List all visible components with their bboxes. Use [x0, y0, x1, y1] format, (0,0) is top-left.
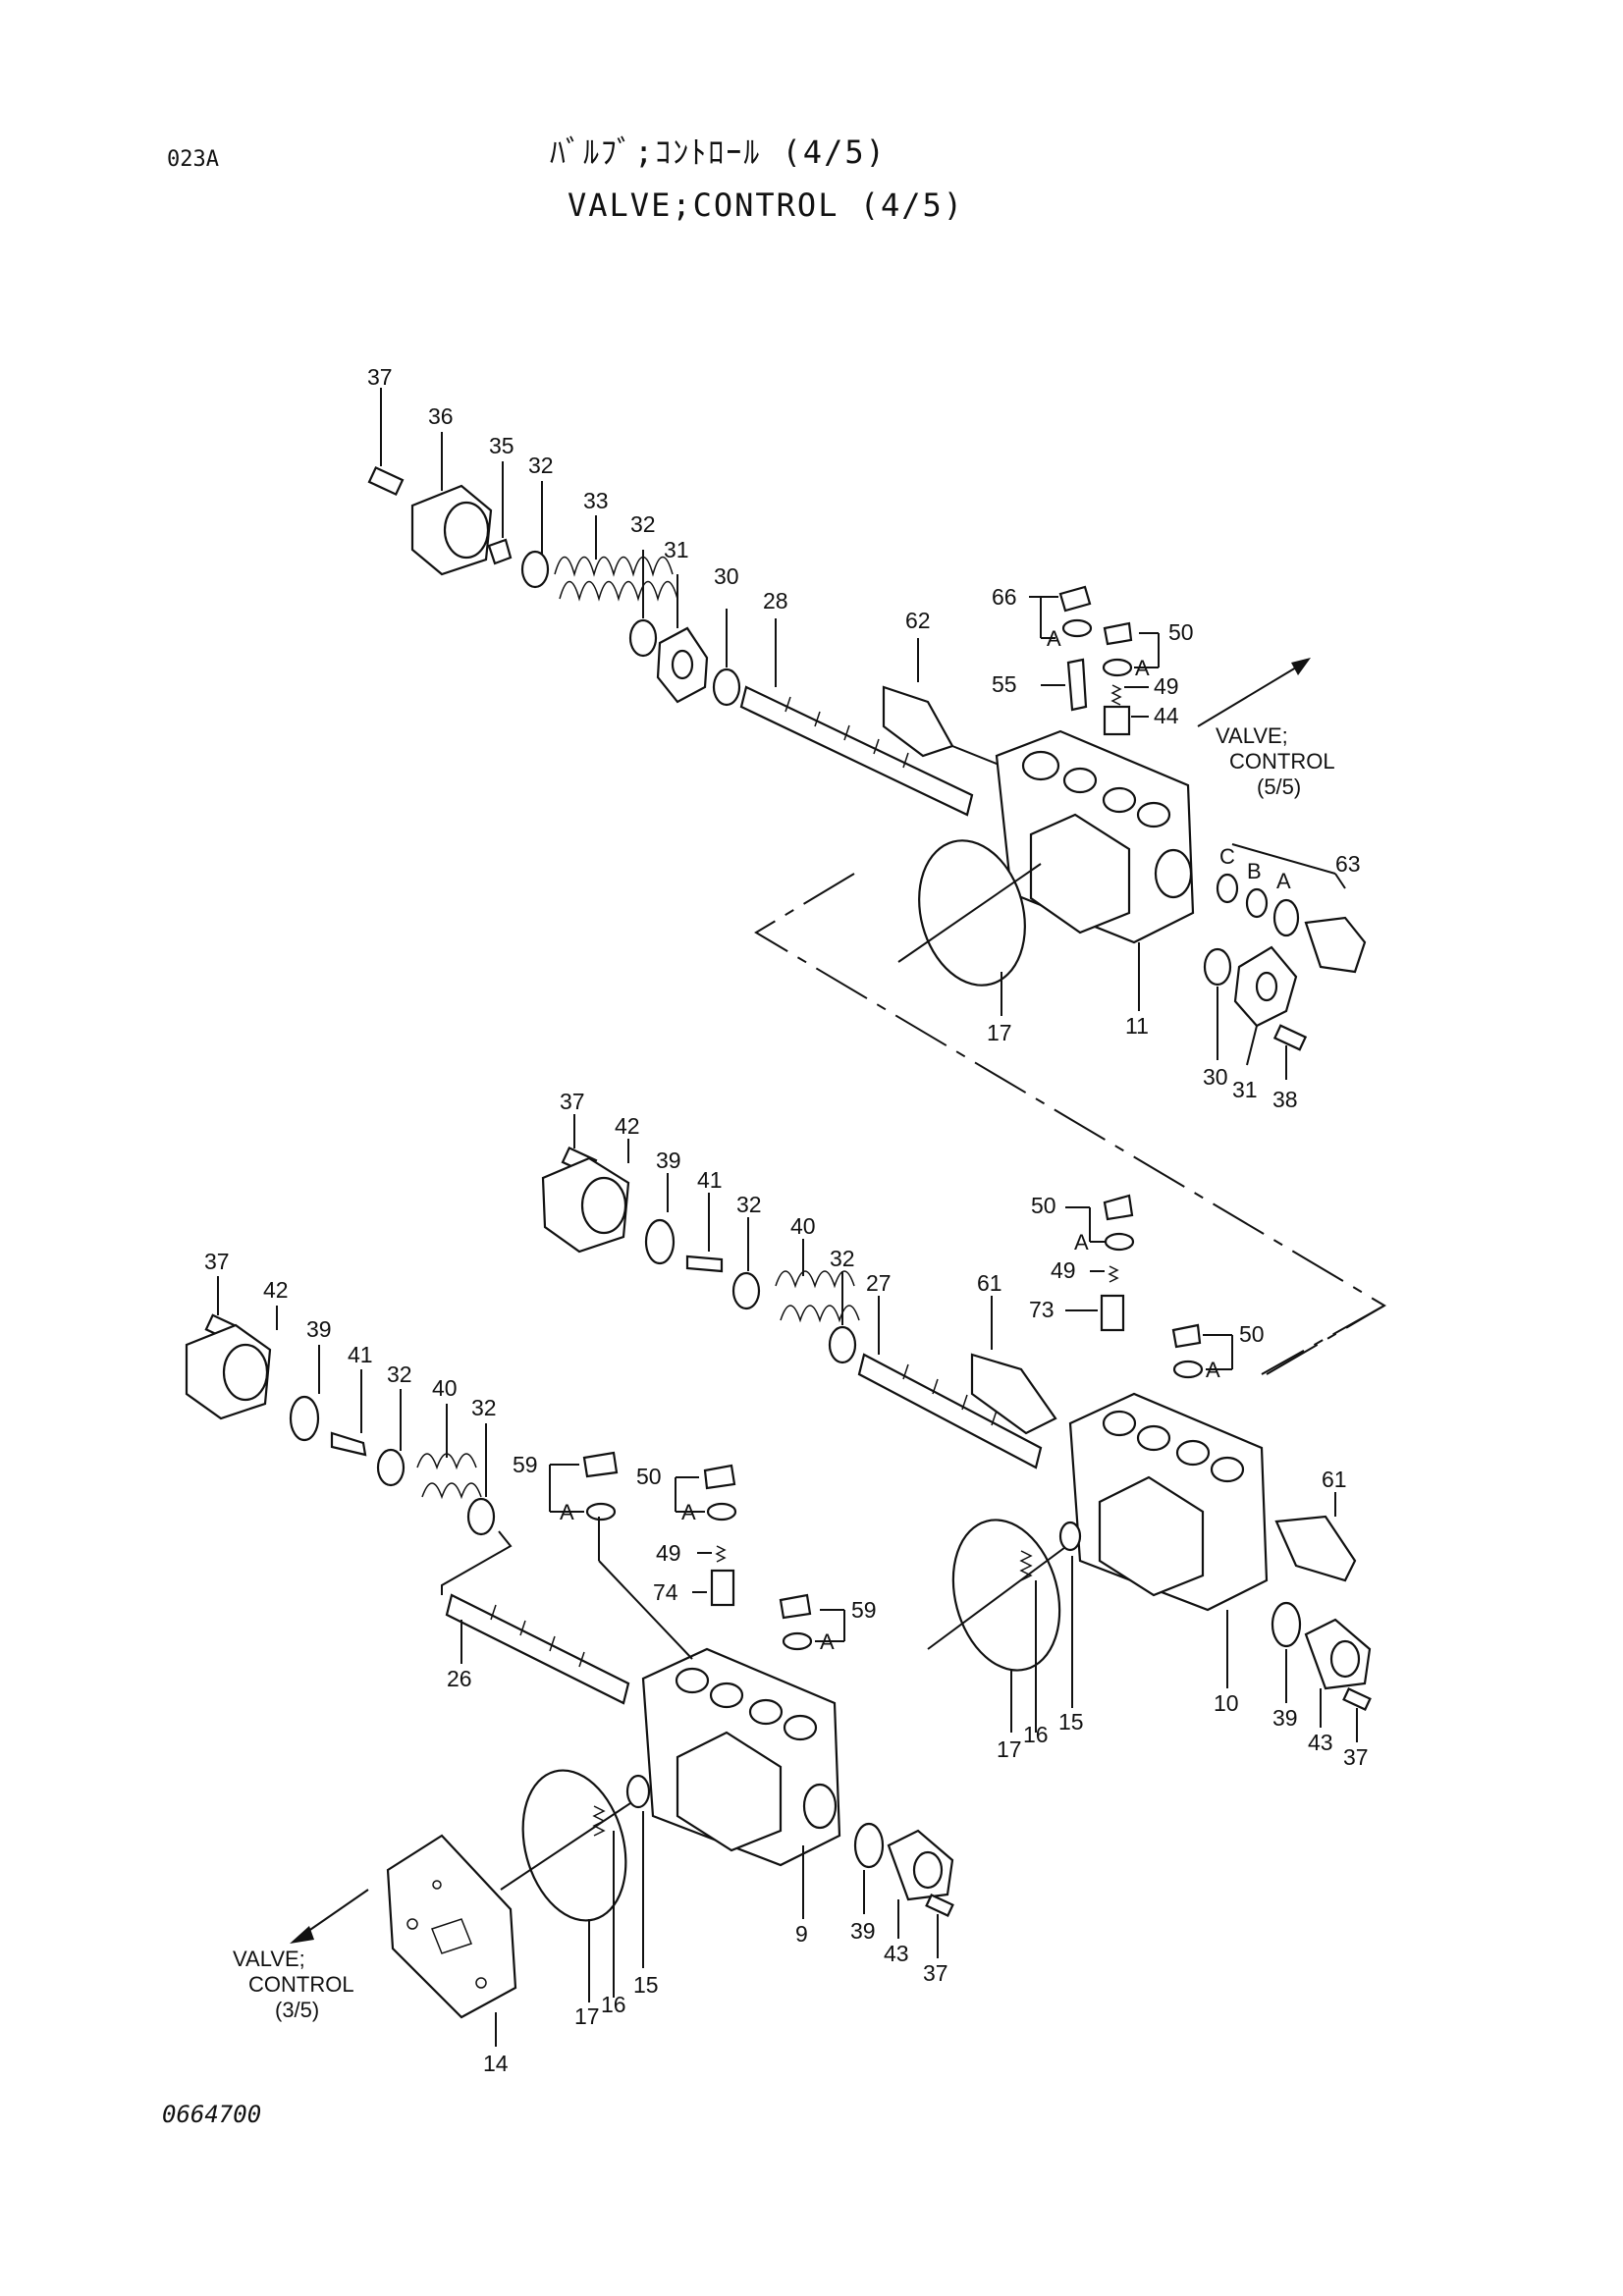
callout-17: 17	[987, 1020, 1012, 1045]
callout-41: 41	[348, 1342, 373, 1367]
callout-32: 32	[528, 453, 554, 478]
callout-63: 63	[1335, 851, 1361, 877]
drawing-number: 0664700	[162, 2101, 262, 2128]
callout-30: 30	[1203, 1064, 1228, 1090]
callout-32: 32	[471, 1395, 497, 1420]
callout-59: 59	[513, 1452, 538, 1477]
callout-32: 32	[830, 1246, 855, 1271]
callout-62: 62	[905, 608, 931, 633]
bottom-assembly	[185, 1276, 954, 2047]
callout-42: 42	[615, 1113, 640, 1139]
callout-15: 15	[633, 1972, 659, 1998]
seal-code-c: C	[1219, 844, 1235, 869]
callout-66: 66	[992, 584, 1017, 610]
callout-27: 27	[866, 1270, 892, 1296]
callout-40: 40	[432, 1375, 458, 1401]
callout-38: 38	[1272, 1087, 1298, 1112]
page-title-japanese: ﾊﾞﾙﾌﾞ;ｺﾝﾄﾛｰﾙ (4/5)	[550, 133, 887, 171]
callout-16: 16	[601, 1992, 626, 2017]
callout-37: 37	[923, 1960, 948, 1986]
callout-36: 36	[428, 403, 454, 429]
callout-26: 26	[447, 1666, 472, 1691]
callout-44: 44	[1154, 703, 1179, 728]
seal-codes: A A C B A A A A A A	[560, 626, 1291, 1654]
callout-43: 43	[1308, 1730, 1333, 1755]
callout-50: 50	[1168, 619, 1194, 645]
callout-39: 39	[656, 1148, 681, 1173]
callout-61: 61	[1322, 1467, 1347, 1492]
callout-28: 28	[763, 588, 788, 614]
callout-31: 31	[664, 537, 689, 562]
callout-32: 32	[387, 1362, 412, 1387]
bolt-part	[367, 388, 405, 497]
callout-50: 50	[636, 1464, 662, 1489]
callout-17: 17	[574, 2003, 600, 2029]
reference-top: VALVE; CONTROL (5/5)	[1216, 723, 1335, 799]
reference-line: (3/5)	[275, 1998, 319, 2022]
cap-part	[410, 432, 493, 576]
seal-code-a: A	[681, 1500, 696, 1524]
valve-body-part	[995, 729, 1195, 1011]
callout-32: 32	[630, 511, 656, 537]
callout-39: 39	[1272, 1705, 1298, 1731]
callout-49: 49	[656, 1540, 681, 1566]
callout-73: 73	[1029, 1297, 1055, 1322]
callout-37: 37	[367, 364, 393, 390]
part-callouts: 37 36 35 32 33 32 31 30 28 62 66 50 55 4…	[204, 364, 1369, 2076]
reference-bottom: VALVE; CONTROL (3/5)	[233, 1947, 354, 2022]
callout-37: 37	[204, 1249, 230, 1274]
plug-part	[1029, 585, 1093, 639]
callout-42: 42	[263, 1277, 289, 1303]
reference-line: (5/5)	[1257, 774, 1301, 799]
seal-code-a: A	[1135, 656, 1150, 680]
callout-10: 10	[1214, 1690, 1239, 1716]
callout-11: 11	[1125, 1013, 1149, 1039]
seal-code-a: A	[560, 1500, 574, 1524]
reference-line: VALVE;	[233, 1947, 305, 1971]
page-title: VALVE;CONTROL (4/5)	[568, 187, 965, 224]
callout-61: 61	[977, 1270, 1002, 1296]
spool-part	[739, 618, 974, 817]
callout-37: 37	[1343, 1744, 1369, 1770]
callout-39: 39	[306, 1316, 332, 1342]
callout-16: 16	[1023, 1722, 1049, 1747]
page-code: 023A	[167, 147, 219, 172]
seal-code-a: A	[1047, 626, 1061, 651]
callout-49: 49	[1051, 1257, 1076, 1283]
callout-55: 55	[992, 671, 1017, 697]
callout-49: 49	[1154, 673, 1179, 699]
seal-code-a: A	[1074, 1230, 1089, 1255]
reference-line: CONTROL	[248, 1972, 354, 1997]
callout-50: 50	[1031, 1193, 1056, 1218]
top-assembly	[367, 388, 1386, 1375]
callout-17: 17	[997, 1736, 1022, 1762]
callout-31: 31	[1232, 1077, 1258, 1102]
callout-37: 37	[560, 1089, 585, 1114]
seal-code-a: A	[820, 1629, 835, 1654]
seal-code-a: A	[1276, 869, 1291, 893]
reference-line: CONTROL	[1229, 749, 1335, 774]
callout-14: 14	[483, 2051, 509, 2076]
callout-15: 15	[1058, 1709, 1084, 1735]
callout-40: 40	[790, 1213, 816, 1239]
seal-code-b: B	[1247, 859, 1262, 883]
callout-59: 59	[851, 1597, 877, 1623]
seal-code-a: A	[1206, 1358, 1220, 1382]
callout-43: 43	[884, 1941, 909, 1966]
middle-assembly	[541, 1114, 1385, 1742]
callout-50: 50	[1239, 1321, 1265, 1347]
callout-33: 33	[583, 488, 609, 513]
callout-30: 30	[714, 563, 739, 589]
callout-74: 74	[653, 1579, 678, 1605]
callout-41: 41	[697, 1167, 723, 1193]
callout-32: 32	[736, 1192, 762, 1217]
callout-35: 35	[489, 433, 514, 458]
relief-valve-part	[882, 638, 1002, 767]
spring-part	[554, 515, 678, 602]
callout-39: 39	[850, 1918, 876, 1944]
reference-line: VALVE;	[1216, 723, 1288, 748]
callout-9: 9	[795, 1921, 808, 1947]
